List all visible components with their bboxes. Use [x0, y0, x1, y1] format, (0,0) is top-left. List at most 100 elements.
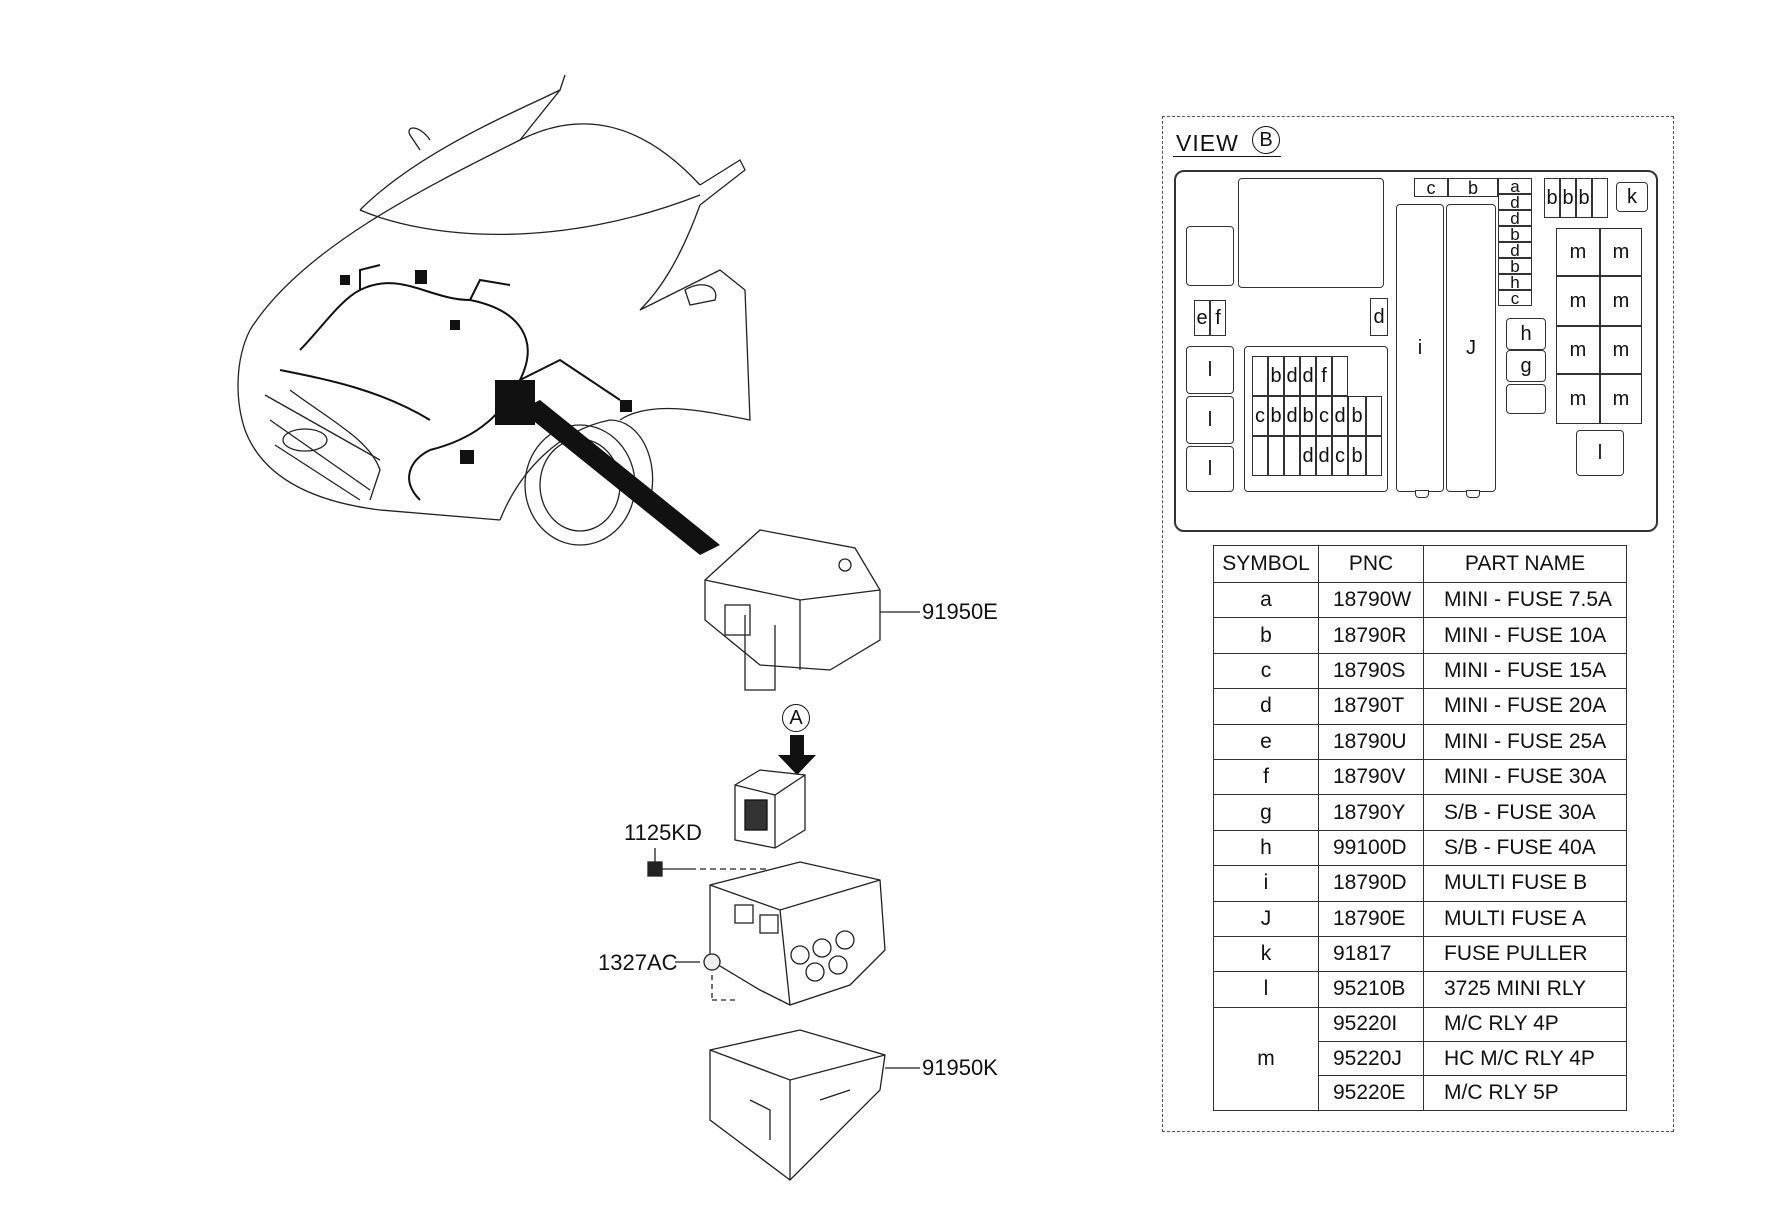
cell-part-name: S/B - FUSE 40A [1423, 829, 1627, 867]
table-row: 95220E M/C RLY 5P [1214, 1075, 1627, 1111]
car-drawing [237, 74, 751, 546]
cell-part-name: MINI - FUSE 20A [1423, 688, 1627, 725]
cell-pnc: 91817 [1318, 935, 1424, 973]
fuse-b-top4 [1592, 178, 1608, 218]
cell-pnc: 95210B [1318, 971, 1424, 1008]
cell-symbol: e [1213, 723, 1319, 760]
mc-rly-m8: m [1600, 374, 1642, 424]
cell-symbol: c [1213, 652, 1319, 690]
blank-slot-large [1238, 178, 1384, 288]
fuse-col-h: h [1498, 274, 1532, 291]
inner-r2-c2: c [1316, 396, 1332, 436]
fuse-col-b2: b [1498, 258, 1532, 275]
inner-r2-b3: b [1348, 396, 1366, 436]
cell-symbol: d [1213, 688, 1319, 725]
inner-r2-blank [1366, 396, 1382, 436]
inner-r3-blank1 [1252, 436, 1268, 476]
cell-symbol: b [1213, 617, 1319, 654]
fusebox-body-drawing [709, 861, 886, 1006]
cell-symbol: a [1213, 581, 1319, 619]
cell-part-name: FUSE PULLER [1423, 935, 1627, 973]
fuse-col-b1: b [1498, 226, 1532, 243]
cell-part-name: M/C RLY 5P [1423, 1075, 1627, 1111]
bolt-drawing [647, 848, 770, 877]
cell-pnc: 95220E [1318, 1075, 1424, 1111]
fuse-d-right: d [1370, 298, 1388, 336]
cell-pnc: 18790R [1318, 617, 1424, 654]
cell-symbol: l [1213, 971, 1319, 1008]
inner-r3-blank2 [1268, 436, 1284, 476]
inner-r2-c1: c [1252, 396, 1268, 436]
cell-part-name: S/B - FUSE 30A [1423, 794, 1627, 831]
cell-symbol: f [1213, 758, 1319, 796]
mc-rly-m1: m [1556, 228, 1600, 276]
cell-pnc: 18790W [1318, 581, 1424, 619]
inner-r3-c: c [1332, 436, 1348, 476]
table-header-row: SYMBOL PNC PART NAME [1213, 545, 1627, 583]
fuse-col-a: a [1498, 178, 1532, 195]
cell-symbol: g [1213, 794, 1319, 831]
blank-slot-small [1506, 384, 1546, 414]
mc-rly-m2: m [1600, 228, 1642, 276]
table-row: m 95220I M/C RLY 4P [1213, 1006, 1627, 1111]
inner-r3-blank3 [1284, 436, 1300, 476]
label-1125kd: 1125KD [624, 820, 702, 845]
label-91950k: 91950K [922, 1055, 998, 1080]
cell-symbol: J [1213, 900, 1319, 937]
cell-pnc: 18790T [1318, 688, 1424, 725]
fuse-b-top3: b [1576, 178, 1592, 218]
mc-rly-m3: m [1556, 276, 1600, 326]
inner-r2-b2: b [1300, 396, 1316, 436]
relay-module-drawing [734, 769, 806, 849]
inner-r2-b1: b [1268, 396, 1284, 436]
fuse-box-layout [1174, 170, 1658, 532]
label-1327ac: 1327AC [598, 950, 678, 975]
mini-rly-l1: l [1186, 346, 1234, 394]
cell-pnc: 95220J [1318, 1041, 1424, 1077]
cell-part-name: 3725 MINI RLY [1423, 971, 1627, 1008]
fuse-e: e [1194, 300, 1210, 336]
fuse-col-d1: d [1498, 194, 1532, 211]
fuse-f: f [1210, 300, 1226, 336]
leader-band [520, 400, 720, 555]
mini-rly-l3: l [1186, 446, 1234, 492]
wiring-harness [279, 264, 632, 501]
fuse-top-c: c [1414, 178, 1448, 197]
cell-part-name: MINI - FUSE 15A [1423, 652, 1627, 690]
cell-pnc: 99100D [1318, 829, 1424, 867]
cell-symbol: k [1213, 935, 1319, 973]
fuse-b-top2: b [1560, 178, 1576, 218]
arrow-ref-badge: A [782, 704, 810, 732]
view-title: VIEW [1176, 130, 1239, 156]
inner-r1-d2: d [1300, 356, 1316, 396]
inner-r1-blank2 [1332, 356, 1348, 396]
cell-pnc: 18790U [1318, 723, 1424, 760]
cell-pnc: 18790S [1318, 652, 1424, 690]
col-symbol-header: SYMBOL [1213, 545, 1319, 583]
cell-part-name: MULTI FUSE B [1423, 865, 1627, 902]
cell-symbol: h [1213, 829, 1319, 867]
fuse-b-top1: b [1544, 178, 1560, 218]
fuse-top-b: b [1448, 178, 1498, 197]
cell-part-name: MINI - FUSE 25A [1423, 723, 1627, 760]
view-b-panel [1162, 116, 1674, 1132]
cell-part-name: MINI - FUSE 7.5A [1423, 581, 1627, 619]
upper-cover-drawing [704, 529, 881, 691]
inner-r3-d2: d [1316, 436, 1332, 476]
nut-drawing [675, 953, 735, 1001]
inner-r1-blank [1252, 356, 1268, 396]
arrow-a-icon [778, 735, 816, 775]
fuse-col-d2: d [1498, 210, 1532, 227]
sb-fuse-g: g [1506, 350, 1546, 382]
cell-part-name: HC M/C RLY 4P [1423, 1041, 1627, 1077]
